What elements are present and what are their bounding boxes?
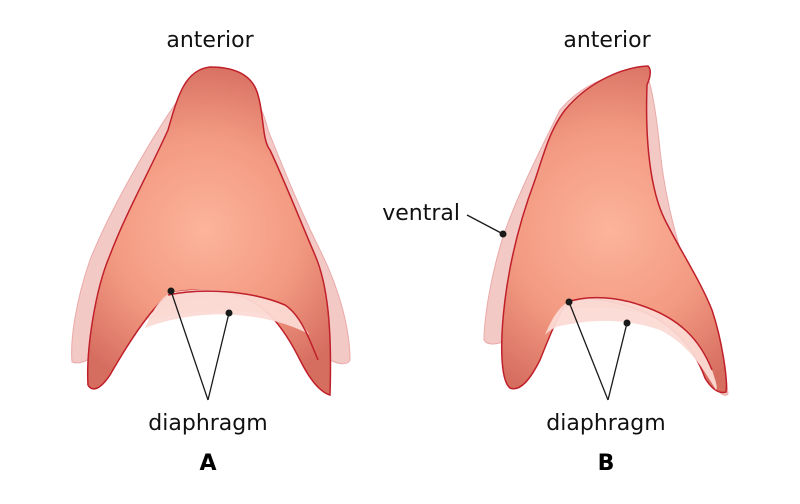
panel-label-b: B (598, 451, 615, 476)
ventral-label: ventral (382, 201, 460, 226)
pointer-dot-b1 (565, 298, 573, 306)
muscle-front-a (86, 66, 332, 396)
pointer-dot-a1 (167, 287, 175, 295)
panel-b: anterior ventral diaphragm B (382, 28, 729, 476)
panel-a: anterior diaphragm A (71, 28, 351, 476)
anterior-label-a: anterior (166, 28, 254, 53)
pointer-line-b2 (607, 322, 628, 401)
pointer-dot-a2 (225, 309, 233, 317)
diaphragm-label-b: diaphragm (546, 411, 665, 436)
pointer-line-a2 (207, 312, 230, 401)
diaphragm-label-a: diaphragm (148, 411, 267, 436)
pointer-line-a1 (170, 290, 209, 401)
pointer-line-b1 (568, 301, 609, 401)
pointer-dot-b2 (623, 319, 631, 327)
pointer-line-ventral (466, 214, 504, 235)
anterior-label-b: anterior (563, 28, 651, 53)
diaphragm-inner-b (545, 297, 717, 390)
panel-label-a: A (199, 451, 216, 476)
pointer-dot-ventral (499, 230, 507, 238)
